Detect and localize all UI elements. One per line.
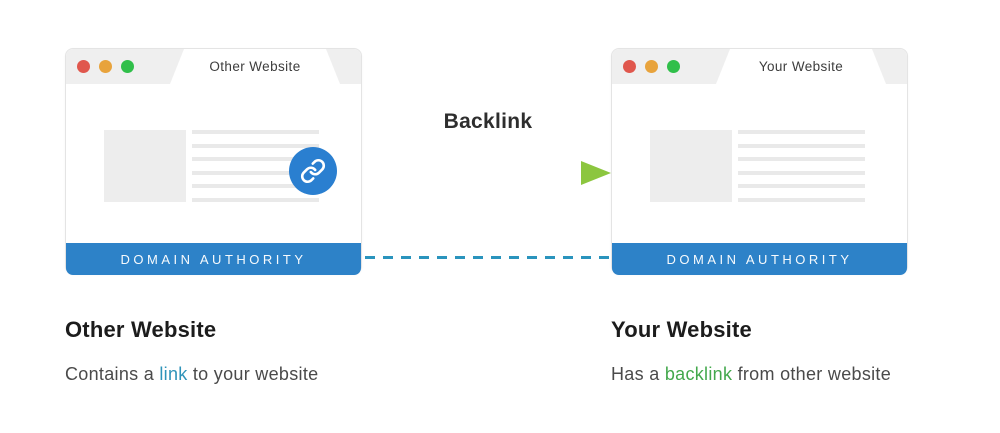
link-badge-button[interactable] [289,147,337,195]
text-line [192,197,319,202]
link-highlight-text[interactable]: link [159,364,188,384]
domain-authority-bar-right: DOMAIN AUTHORITY [612,243,907,275]
minimize-dot-icon [645,60,658,73]
domain-authority-label: DOMAIN AUTHORITY [666,251,853,267]
text-line [738,130,865,134]
gradient-arrow-right-icon [365,161,611,185]
text-placeholder-lines [192,130,319,202]
caption-title-other: Other Website [65,317,217,342]
image-placeholder [650,130,732,202]
traffic-light-dots [623,60,680,73]
tab-other-website: Other Website [170,49,340,84]
tab-your-website-label: Your Website [758,59,844,74]
desc-text: from other website [732,364,892,384]
backlink-highlight-text[interactable]: backlink [664,364,733,384]
text-line [192,170,319,175]
caption-other-website: Other Website Contains a link to your we… [65,317,425,385]
text-line [192,184,319,188]
traffic-light-dots [77,60,134,73]
text-placeholder-lines [738,130,865,202]
domain-authority-dashed-connector [365,256,609,259]
close-dot-icon [623,60,636,73]
text-line [192,157,319,161]
text-line [738,157,865,161]
chain-link-icon [300,158,326,184]
image-placeholder [104,130,186,202]
desc-text: to your website [187,364,319,384]
other-website-content [66,84,361,243]
caption-desc-your: Has a backlink from other website [611,364,971,385]
caption-desc-other: Contains a link to your website [65,364,425,385]
your-website-titlebar: Your Website [612,49,907,84]
domain-authority-bar-left: DOMAIN AUTHORITY [66,243,361,275]
desc-text: Contains a [65,364,160,384]
desc-text: Has a [611,364,665,384]
tab-other-website-label: Other Website [209,59,301,74]
tab-your-website: Your Website [716,49,886,84]
text-line [738,143,865,148]
text-line [738,170,865,175]
caption-your-website: Your Website Has a backlink from other w… [611,317,971,385]
caption-title-your: Your Website [611,317,752,342]
your-website-content [612,84,907,243]
backlink-arrow-label: Backlink [443,110,533,133]
close-dot-icon [77,60,90,73]
maximize-dot-icon [667,60,680,73]
minimize-dot-icon [99,60,112,73]
maximize-dot-icon [121,60,134,73]
text-line [738,197,865,202]
your-website-window: Your Website DOMAIN AUTHORITY [611,48,908,275]
other-website-window: Other Website DOMAIN AUTHORITY [65,48,362,275]
other-website-titlebar: Other Website [66,49,361,84]
text-line [738,184,865,188]
text-line [192,130,319,134]
text-line [192,143,319,148]
domain-authority-label: DOMAIN AUTHORITY [120,251,307,267]
